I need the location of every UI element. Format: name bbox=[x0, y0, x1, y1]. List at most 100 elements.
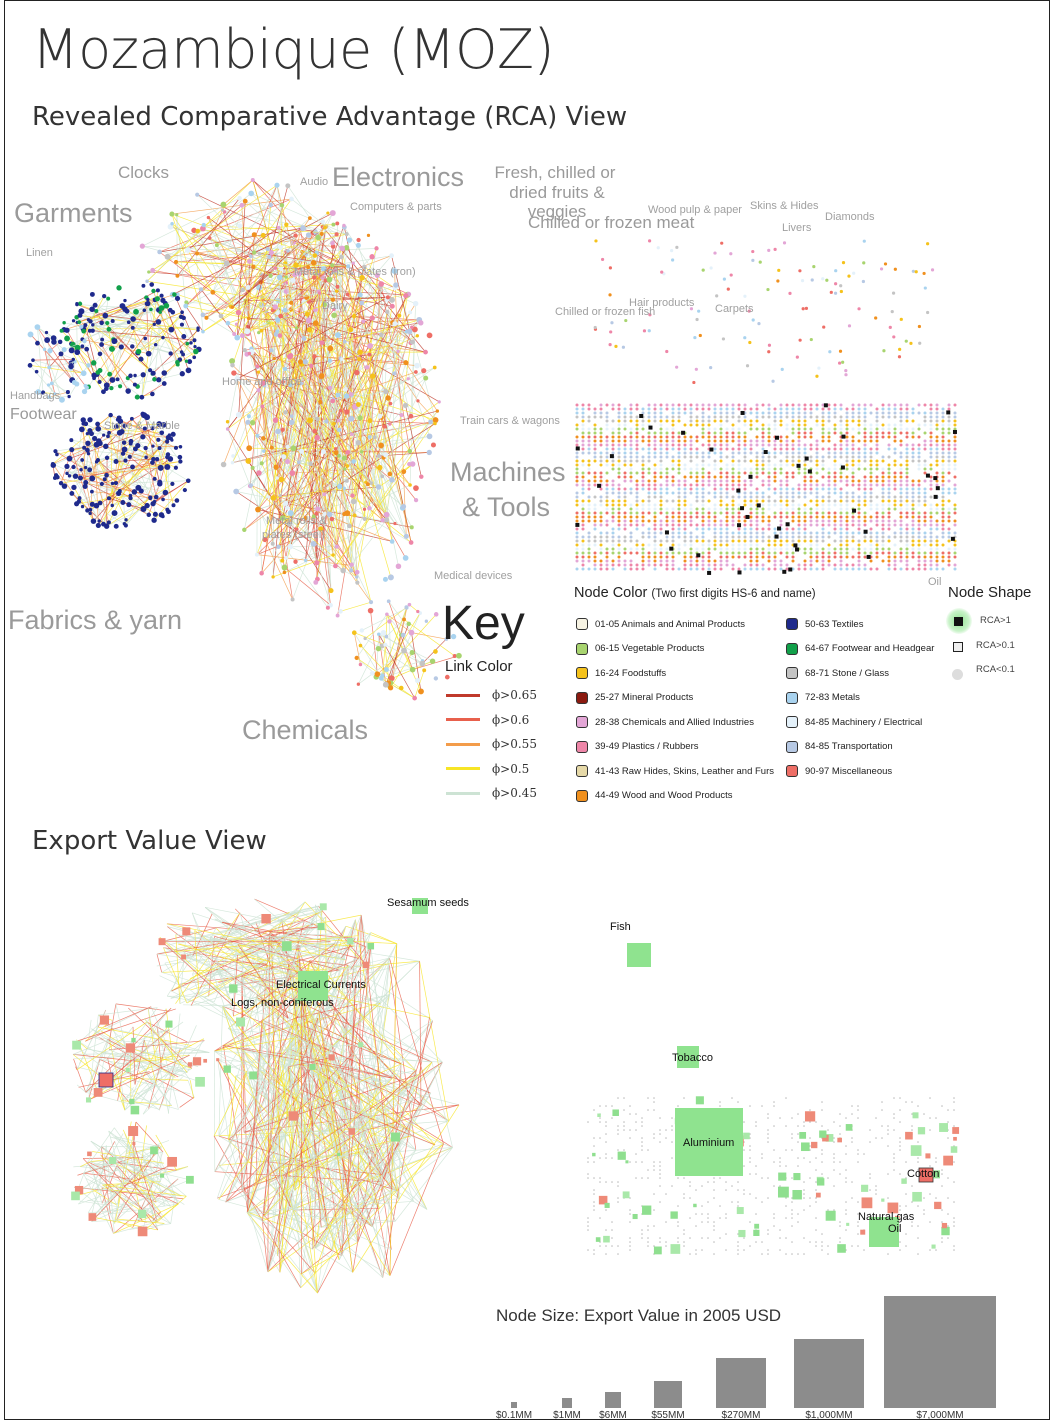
network-node bbox=[725, 475, 729, 479]
network-node bbox=[713, 515, 717, 519]
network-node bbox=[671, 539, 675, 543]
network-node bbox=[809, 407, 813, 411]
network-node bbox=[749, 511, 753, 515]
network-link bbox=[225, 1063, 302, 1203]
network-node bbox=[729, 252, 733, 256]
network-node bbox=[435, 409, 440, 413]
network-node bbox=[181, 333, 187, 339]
network-node bbox=[917, 559, 921, 563]
network-node bbox=[713, 419, 717, 423]
network-node bbox=[599, 407, 603, 411]
network-node bbox=[857, 423, 861, 427]
network-node bbox=[683, 491, 687, 495]
network-node bbox=[185, 247, 191, 253]
network-node bbox=[797, 443, 801, 447]
network-node bbox=[743, 555, 747, 559]
network-node bbox=[809, 551, 813, 555]
network-node bbox=[581, 503, 585, 507]
network-node bbox=[581, 419, 585, 423]
network-node bbox=[845, 439, 849, 443]
network-node bbox=[905, 431, 909, 435]
network-node bbox=[917, 427, 921, 431]
network-node bbox=[911, 515, 915, 519]
network-node bbox=[152, 377, 157, 382]
network-node bbox=[605, 423, 609, 427]
network-node bbox=[731, 531, 735, 535]
network-node bbox=[168, 351, 173, 356]
network-node bbox=[941, 555, 945, 559]
network-node bbox=[719, 427, 723, 431]
network-node bbox=[322, 302, 327, 307]
network-node bbox=[725, 535, 729, 539]
network-link bbox=[246, 1019, 263, 1213]
network-node bbox=[575, 427, 579, 431]
network-node bbox=[617, 547, 621, 551]
network-node bbox=[887, 507, 891, 511]
network-node bbox=[318, 526, 324, 532]
network-node bbox=[791, 551, 795, 555]
network-link bbox=[360, 645, 392, 679]
network-node bbox=[905, 527, 909, 531]
network-node bbox=[905, 479, 909, 483]
network-node bbox=[935, 543, 939, 547]
network-node bbox=[953, 523, 957, 527]
network-link bbox=[344, 1028, 433, 1063]
network-node bbox=[923, 563, 927, 567]
network-node bbox=[83, 383, 88, 388]
network-node bbox=[593, 519, 597, 523]
network-link bbox=[275, 268, 286, 311]
network-node bbox=[701, 443, 705, 447]
network-node bbox=[40, 390, 46, 395]
network-node bbox=[767, 559, 771, 563]
network-node bbox=[392, 321, 398, 327]
network-node bbox=[247, 351, 252, 356]
network-node bbox=[262, 537, 268, 543]
network-node bbox=[737, 555, 741, 559]
network-node bbox=[326, 511, 333, 518]
network-node bbox=[158, 305, 165, 311]
network-node bbox=[821, 555, 825, 559]
network-node bbox=[250, 465, 255, 470]
network-link bbox=[350, 1071, 431, 1094]
network-node bbox=[695, 559, 699, 563]
network-node bbox=[647, 411, 651, 415]
network-node bbox=[701, 487, 705, 491]
network-node bbox=[404, 605, 409, 610]
network-node bbox=[623, 515, 627, 519]
network-node bbox=[923, 286, 927, 290]
network-node bbox=[378, 442, 384, 449]
network-node bbox=[815, 374, 819, 378]
network-link bbox=[361, 451, 370, 509]
network-node bbox=[929, 543, 933, 547]
network-node bbox=[380, 517, 385, 523]
network-node bbox=[761, 539, 765, 543]
network-node bbox=[935, 463, 939, 467]
network-node bbox=[821, 277, 825, 281]
network-node bbox=[851, 471, 855, 475]
network-node bbox=[671, 491, 675, 495]
network-node bbox=[128, 373, 133, 379]
network-node bbox=[845, 451, 849, 455]
network-node bbox=[234, 375, 241, 382]
network-node bbox=[809, 535, 813, 539]
network-node bbox=[893, 559, 897, 563]
network-node bbox=[923, 567, 927, 571]
network-link bbox=[238, 300, 246, 415]
network-node bbox=[665, 535, 669, 539]
network-node bbox=[179, 350, 184, 354]
network-node bbox=[385, 295, 390, 300]
network-node bbox=[749, 443, 753, 447]
network-node bbox=[869, 491, 873, 495]
network-node bbox=[929, 435, 933, 439]
network-node bbox=[165, 439, 170, 444]
network-link bbox=[263, 1061, 433, 1217]
network-node bbox=[947, 535, 951, 539]
network-node bbox=[731, 451, 735, 455]
network-node bbox=[647, 415, 651, 419]
network-node bbox=[593, 527, 597, 531]
network-node bbox=[689, 547, 693, 551]
network-node bbox=[713, 563, 717, 567]
network-node bbox=[677, 435, 681, 439]
network-node bbox=[86, 318, 91, 322]
network-node bbox=[761, 551, 765, 555]
